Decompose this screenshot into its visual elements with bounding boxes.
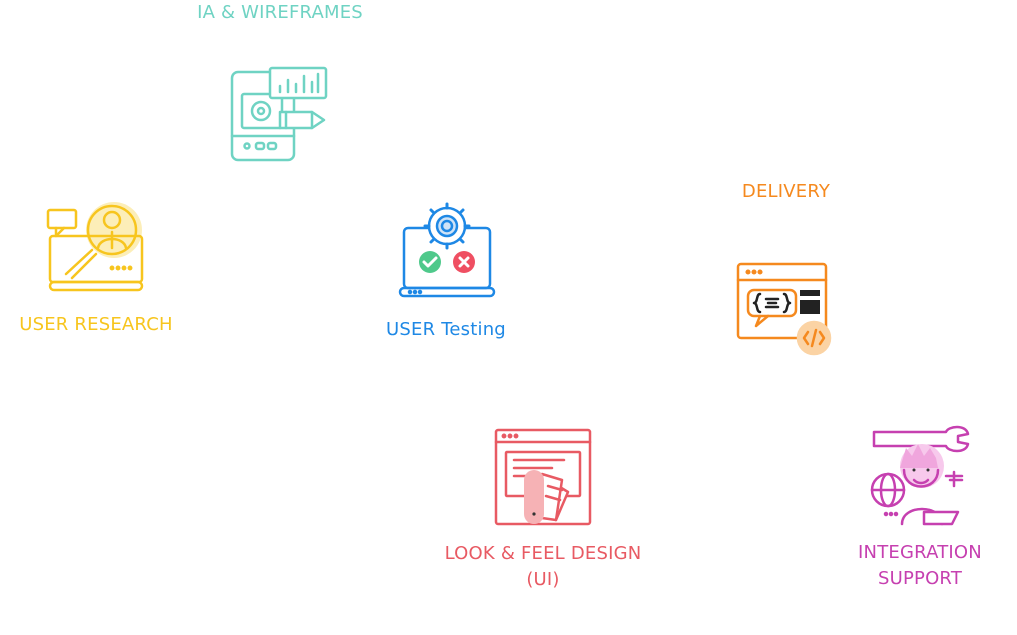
look-feel-design-label: LOOK & FEEL DESIGN (UI) [440,541,646,593]
support-engineer-wrench-icon [870,425,970,526]
user-testing-label: USER Testing [386,319,506,340]
ia-wireframes-label: IA & WIREFRAMES [197,2,363,23]
integration-support-label: INTEGRATION SUPPORT [836,540,1004,592]
integration-support-label-line1: INTEGRATION [858,542,982,563]
look-feel-design-label-line1: LOOK & FEEL DESIGN [444,543,642,564]
wireframe-tablet-icon [230,66,328,162]
design-palette-window-icon [494,428,592,526]
integration-support-label-line2: SUPPORT [877,568,963,589]
code-delivery-window-icon [736,262,832,356]
user-research-label: USER RESEARCH [19,314,173,335]
look-feel-design-label-line2: (UI) [526,569,560,590]
testing-laptop-gear-icon [398,202,496,298]
delivery-label: DELIVERY [741,181,831,202]
user-research-laptop-icon [46,202,144,292]
